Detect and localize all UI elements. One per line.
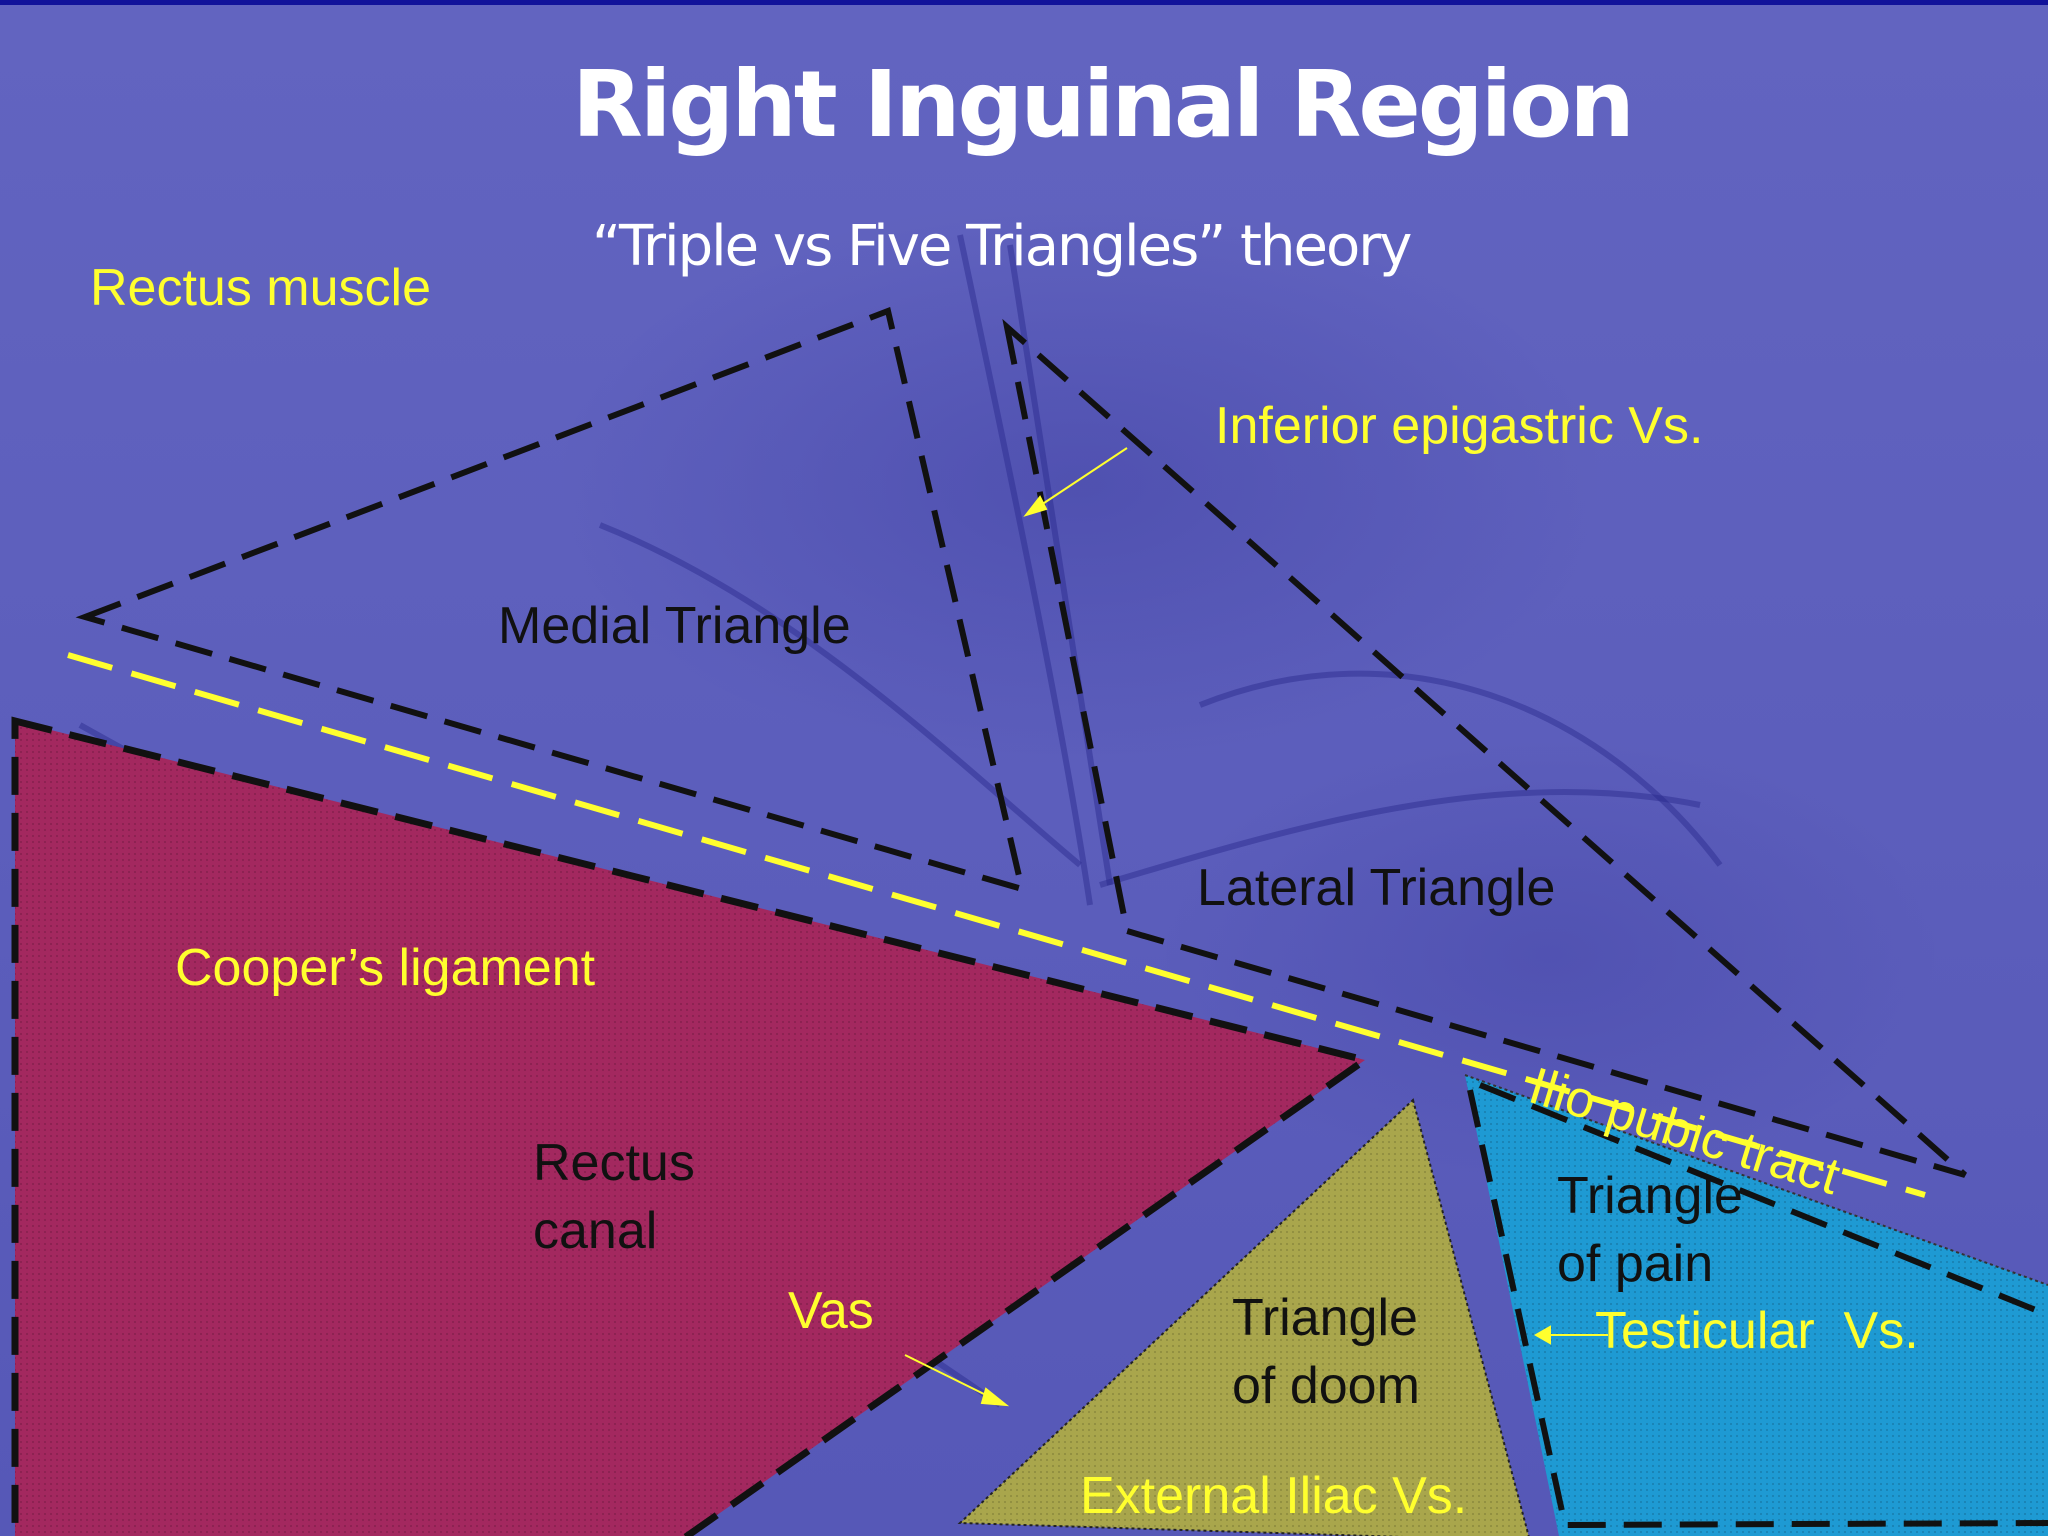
triangle-of-doom-label-line1: Triangle bbox=[1232, 1289, 1418, 1347]
medial-triangle-label: Medial Triangle bbox=[498, 597, 851, 655]
slide-title: Right Inguinal Region bbox=[572, 51, 1635, 158]
rectus-canal-label-line1: Rectus bbox=[533, 1134, 695, 1192]
vas-arrow bbox=[904, 1354, 1010, 1407]
inferior-epigastric-arrow bbox=[1023, 447, 1128, 517]
testicular-arrow bbox=[1533, 1325, 1608, 1345]
triangle-of-pain-label-line1: Triangle bbox=[1557, 1167, 1743, 1225]
rectus-canal-region bbox=[11, 716, 1374, 1536]
lateral-triangle-outline bbox=[1002, 318, 1967, 1178]
triangle-of-doom-region bbox=[957, 1098, 1530, 1536]
ilio-pubic-tract-line bbox=[67, 652, 1926, 1198]
triangle-of-pain-region bbox=[1464, 1074, 2048, 1536]
medial-triangle-outline bbox=[75, 306, 1027, 894]
coopers-ligament-label: Cooper’s ligament bbox=[175, 939, 596, 997]
slide-subtitle: “Triple vs Five Triangles” theory bbox=[592, 214, 1412, 279]
rectus-muscle-label: Rectus muscle bbox=[90, 259, 431, 317]
lateral-triangle-label: Lateral Triangle bbox=[1197, 859, 1556, 917]
rectus-canal-label-line2: canal bbox=[533, 1201, 658, 1260]
external-iliac-label: External Iliac Vs. bbox=[1080, 1467, 1468, 1525]
inguinal-diagram bbox=[11, 234, 2048, 1536]
triangle-of-pain-label: Triangle of pain bbox=[1557, 1163, 1743, 1298]
triangle-of-doom-label: Triangle of doom bbox=[1232, 1285, 1420, 1420]
triangle-of-doom-label-line2: of doom bbox=[1232, 1356, 1420, 1415]
testicular-vessels-label: Testicular Vs. bbox=[1595, 1302, 1919, 1360]
inferior-epigastric-label: Inferior epigastric Vs. bbox=[1215, 397, 1704, 455]
vas-label: Vas bbox=[788, 1282, 874, 1340]
rectus-canal-label: Rectus canal bbox=[533, 1130, 695, 1265]
triangle-of-pain-label-line2: of pain bbox=[1557, 1234, 1714, 1293]
